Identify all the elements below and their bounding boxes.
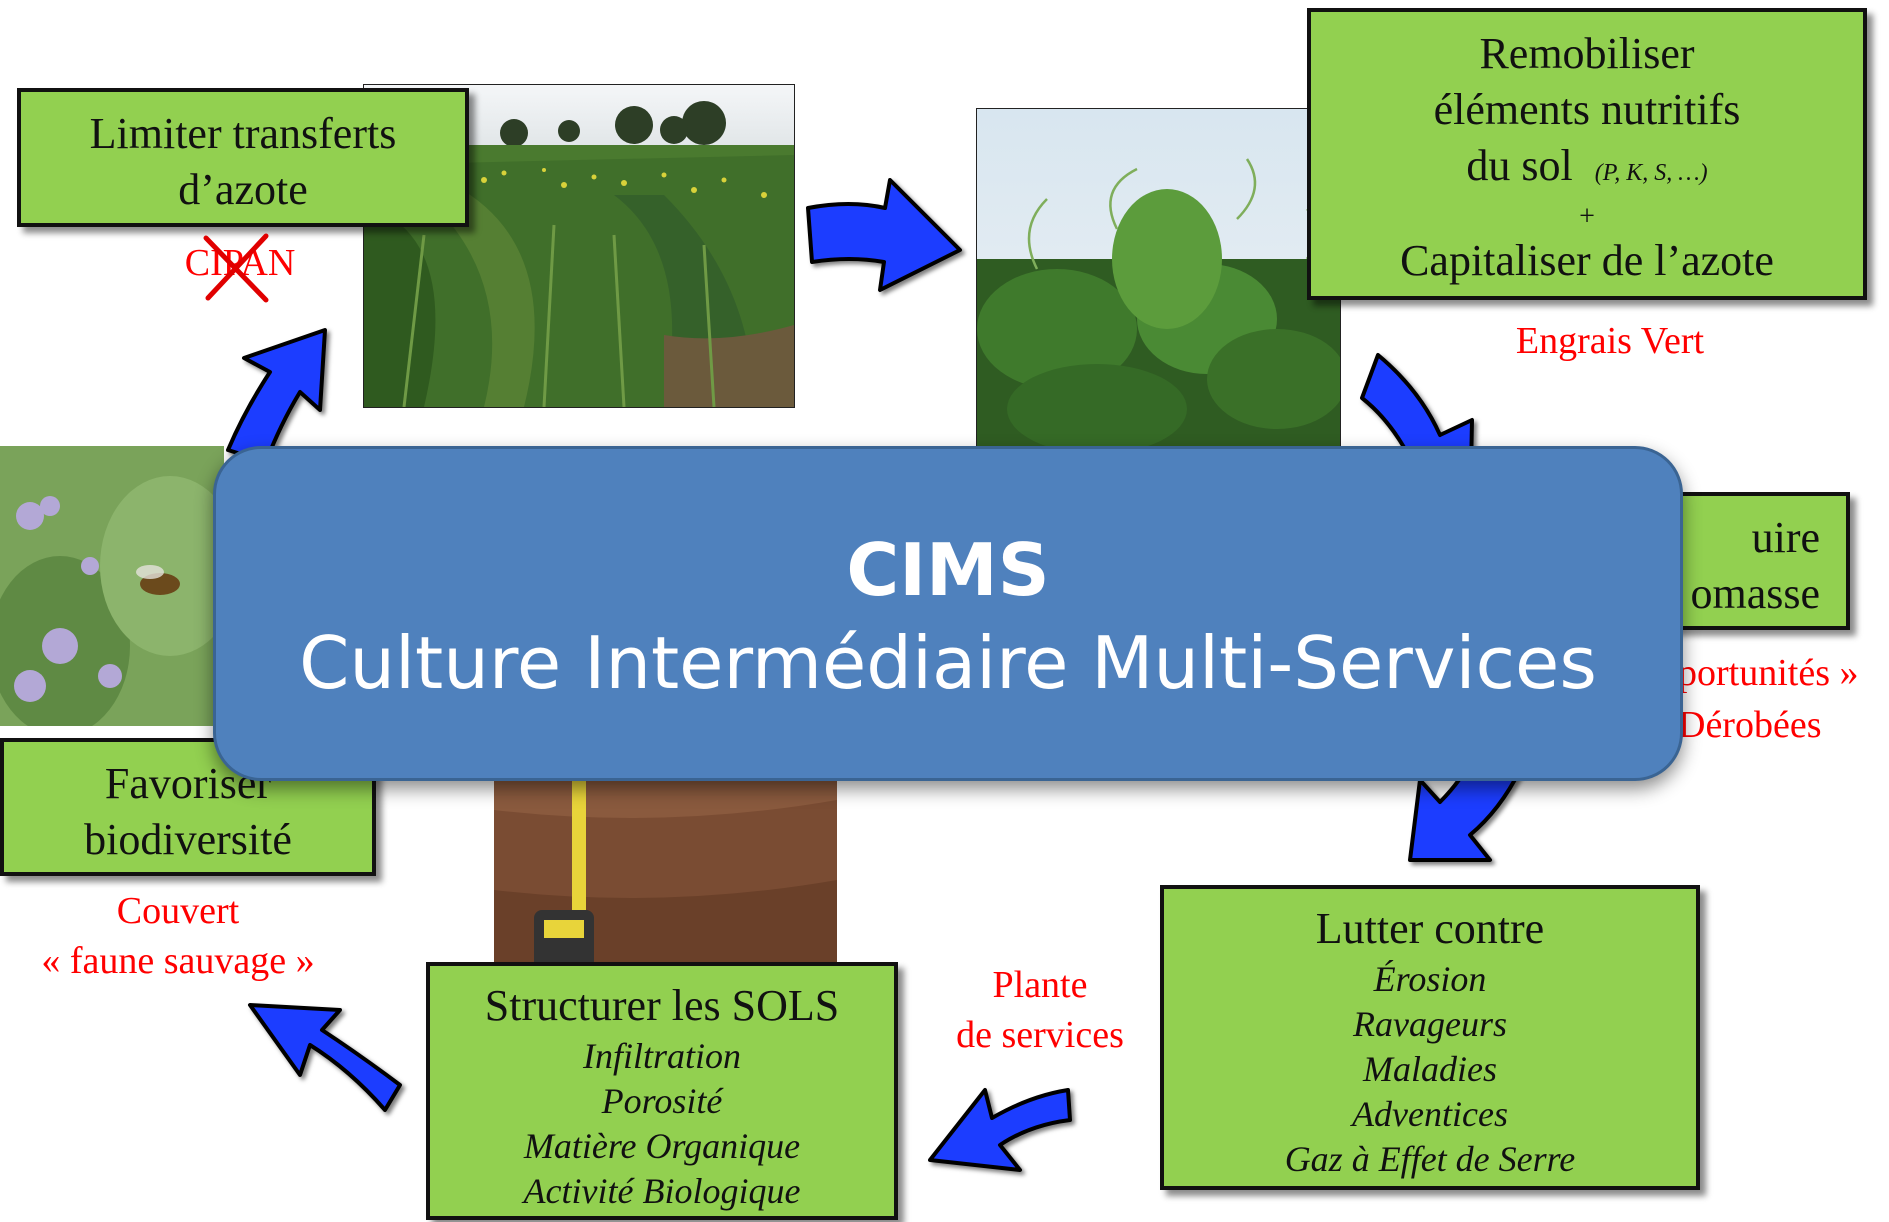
center-title: CIMS [846,528,1050,612]
box-lutter: Lutter contre Érosion Ravageurs Maladies… [1160,885,1700,1190]
box-sols-item: Matière Organique [523,1126,801,1166]
box-remobiliser-line3: du sol (P, K, S, …) [1311,138,1863,201]
label-plante: Plante de services [930,960,1150,1060]
box-sols-item: Infiltration [582,1036,741,1076]
center-title-box: CIMS Culture Intermédiaire Multi-Service… [213,446,1683,781]
arrow-left-bottom [248,1003,402,1112]
arrow-left-up [226,328,327,464]
box-remobiliser: Remobiliser éléments nutritifs du sol (P… [1307,8,1867,300]
box-structurer-sols: Structurer les SOLS Infiltration Porosit… [426,962,898,1220]
cross-out-icon [203,233,269,303]
box-lutter-item: Ravageurs [1353,1004,1507,1044]
label-couvert: Couvert « faune sauvage » [0,886,356,986]
pea-plant-photo [976,108,1341,460]
label-couvert-line2: « faune sauvage » [41,940,315,982]
arrow-top-right [806,178,962,292]
box-biomasse-line1: uire [1751,513,1820,562]
box-remobiliser-note: (P, K, S, …) [1594,160,1708,186]
box-biomasse-line2: omasse [1690,569,1820,618]
box-remobiliser-line4: Capitaliser de l’azote [1400,236,1774,285]
center-subtitle: Culture Intermédiaire Multi-Services [299,621,1597,705]
box-lutter-item: Érosion [1373,959,1487,999]
label-engrais-vert: Engrais Vert [1515,320,1705,362]
box-sols-item: Activité Biologique [523,1171,801,1211]
label-plante-line2: de services [956,1014,1124,1056]
box-lutter-title: Lutter contre [1315,904,1545,953]
phacelia-bee-photo [0,446,224,726]
box-biodiv-line2: biodiversité [84,815,292,864]
label-opportunites: portunités » [1678,652,1859,694]
soil-profile-photo [494,770,837,970]
box-lutter-item: Gaz à Effet de Serre [1284,1139,1576,1179]
arrow-bottom [928,1088,1072,1172]
label-couvert-line1: Couvert [116,890,240,932]
label-derobees: Dérobées [1678,704,1822,746]
box-sols-title: Structurer les SOLS [484,981,840,1030]
box-remobiliser-line2: éléments nutritifs [1433,85,1741,134]
box-sols-item: Porosité [601,1081,723,1121]
box-lutter-item: Adventices [1352,1094,1508,1134]
box-remobiliser-plus: + [1579,201,1595,232]
box-remobiliser-line1: Remobiliser [1479,29,1695,78]
label-plante-line1: Plante [992,964,1088,1006]
box-limiter-azote: Limiter transferts d’azote [17,88,469,227]
box-limiter-line2: d’azote [178,165,308,214]
box-remobiliser-sol: du sol [1466,141,1573,190]
box-biodiversite: Favoriser biodiversité [0,738,376,876]
box-limiter-line1: Limiter transferts [89,109,397,158]
box-lutter-item: Maladies [1363,1049,1497,1089]
